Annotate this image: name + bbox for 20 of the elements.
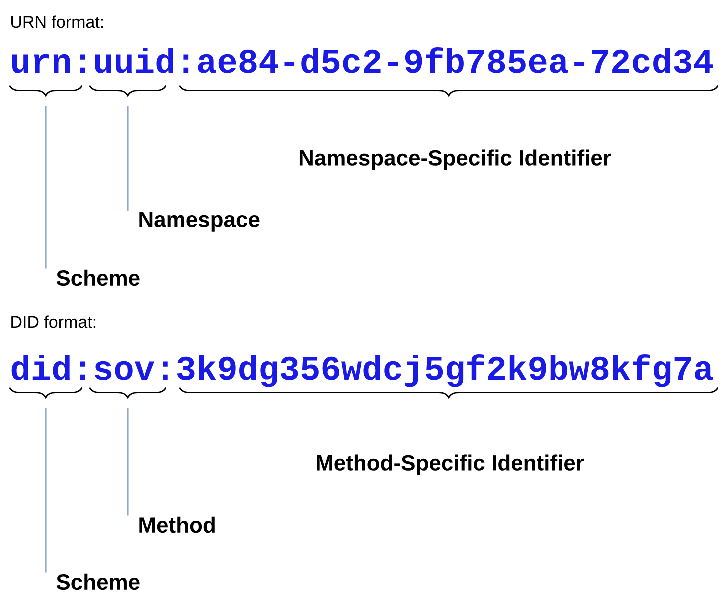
part-label: Method-Specific Identifier xyxy=(317,454,584,476)
part-label: Namespace xyxy=(140,212,260,232)
leader-line xyxy=(127,408,129,516)
brace xyxy=(9,85,83,96)
leader-line xyxy=(127,106,129,211)
identifier-string: did:sov:3k9dg356wdcj5gf2k9bw8kfg7a xyxy=(12,354,714,388)
brace xyxy=(9,387,83,398)
identifier-string: urn:uuid:ae84-d5c2-9fb785ea-72cd34 xyxy=(12,48,713,74)
part-label: Method xyxy=(140,516,215,534)
format-caption: DID format: xyxy=(12,316,96,328)
brace xyxy=(179,387,719,398)
format-caption: URN format: xyxy=(12,16,104,28)
part-label: Namespace-Specific Identifier xyxy=(300,150,612,170)
part-label: Scheme xyxy=(56,270,140,286)
brace xyxy=(89,85,167,96)
brace xyxy=(89,387,167,398)
leader-line xyxy=(45,408,47,573)
brace xyxy=(179,85,719,96)
leader-line xyxy=(45,106,47,269)
part-label: Scheme xyxy=(56,574,140,590)
